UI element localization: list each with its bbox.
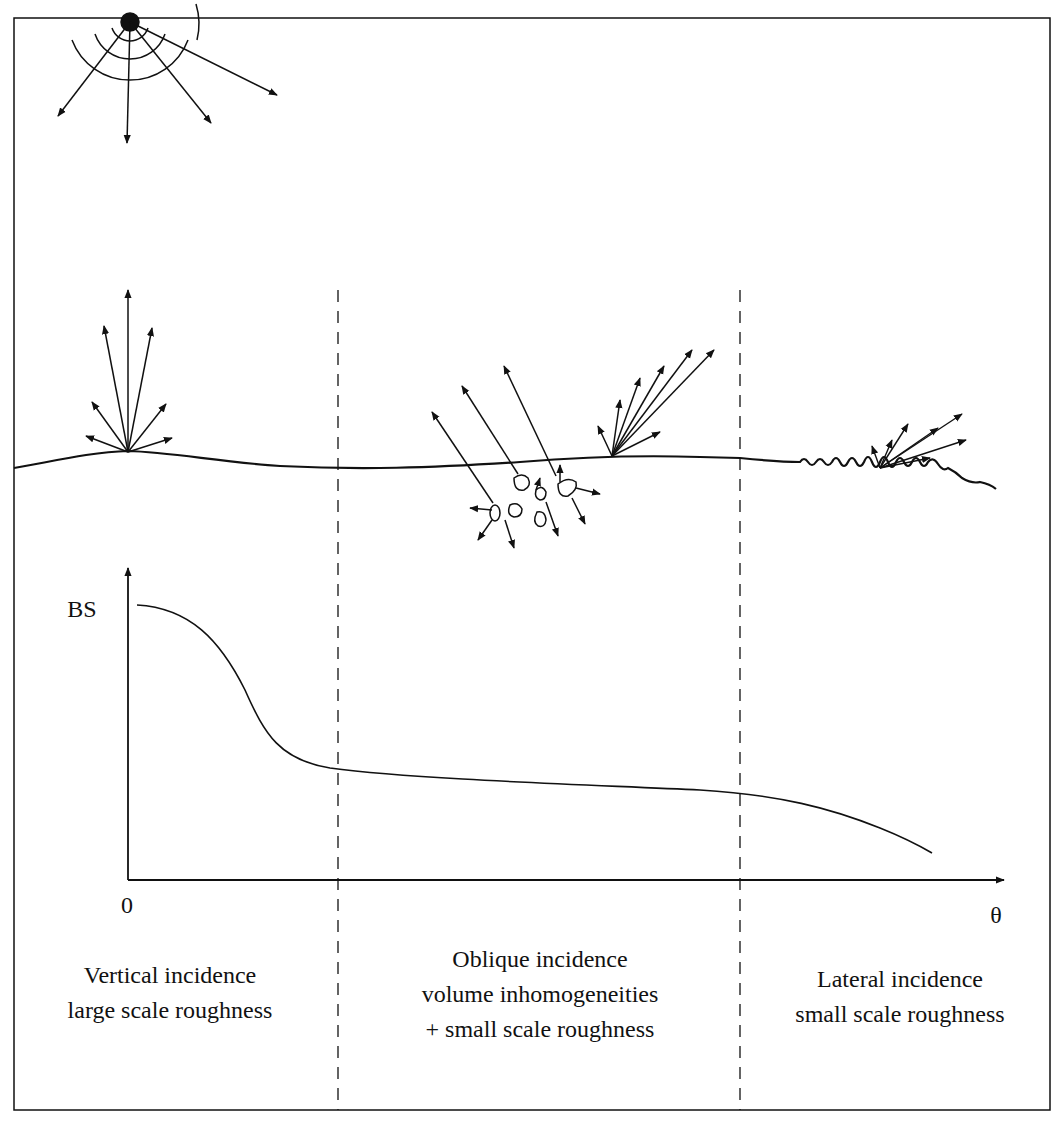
axis-origin: 0 (107, 888, 147, 923)
axis-label: θ (976, 898, 1016, 933)
oblique-scatter-arrows (598, 350, 714, 456)
seafloor-line (14, 451, 996, 489)
region-caption: Oblique incidence volume inhomogeneities… (415, 942, 665, 1047)
lateral-scatter-arrows (872, 414, 966, 468)
axis-label: BS (52, 592, 112, 627)
region-caption: Vertical incidence large scale roughness (61, 958, 279, 1028)
region-caption: Lateral incidence small scale roughness (791, 962, 1009, 1032)
region-divider (338, 290, 740, 1110)
sound-source (58, 4, 277, 143)
specular-arrows (86, 290, 172, 452)
volume-inhomogeneities (490, 475, 576, 526)
frame (14, 18, 1050, 1110)
chart-axes (128, 568, 1004, 880)
volume-scatter-arrows (432, 366, 600, 548)
backscatter-curve (137, 605, 932, 853)
